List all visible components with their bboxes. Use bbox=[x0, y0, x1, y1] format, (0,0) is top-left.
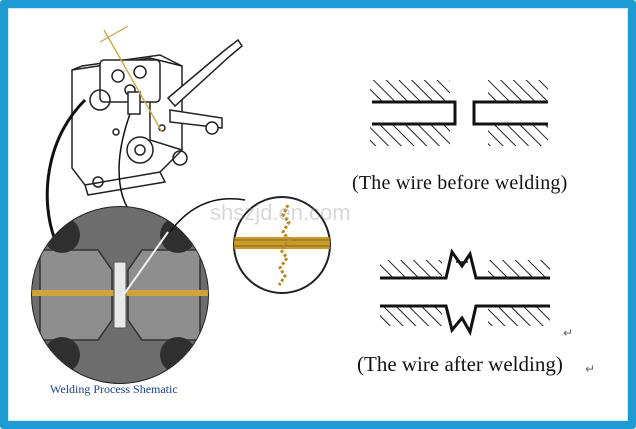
return-mark: ↵ bbox=[563, 326, 574, 340]
wire-after-welding bbox=[380, 248, 550, 337]
wire-join-circle bbox=[233, 196, 331, 294]
welding-machine bbox=[71, 25, 243, 196]
caption-before-welding: (The wire before welding) bbox=[352, 172, 568, 194]
wire-before-welding bbox=[370, 80, 548, 146]
watermark: shszjd.en.com bbox=[210, 200, 351, 225]
caption-after-welding: (The wire after welding) bbox=[357, 352, 563, 376]
schematic-label: Welding Process Shematic bbox=[50, 382, 178, 396]
clamp-zoom-circle bbox=[31, 206, 209, 384]
return-mark: ↵ bbox=[585, 362, 596, 376]
